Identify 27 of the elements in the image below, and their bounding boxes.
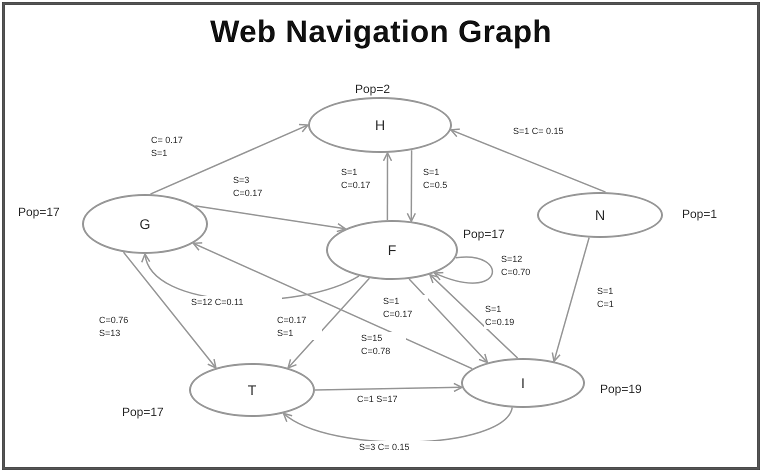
popularity-label: Pop=19 (600, 382, 642, 396)
arrow (552, 238, 590, 362)
popularity-label: Pop=17 (18, 205, 60, 219)
arrow (314, 382, 463, 392)
node-label: T (248, 382, 256, 398)
arrow (406, 150, 416, 222)
self-loop-arrow (434, 256, 493, 284)
popularity-label: Pop=17 (122, 405, 164, 419)
arrow (122, 252, 217, 369)
arrow (192, 242, 472, 370)
node-label: G (140, 216, 150, 232)
popularity-label: Pop=17 (463, 227, 505, 241)
node-label: I (521, 375, 525, 391)
popularity-label: Pop=2 (355, 82, 390, 96)
node-label: N (594, 207, 606, 223)
diagram-title: Web Navigation Graph (209, 14, 553, 50)
arrow (150, 124, 309, 195)
node-label: H (374, 117, 386, 133)
arrow (195, 205, 346, 232)
arrow (287, 278, 370, 369)
arrow (408, 278, 488, 364)
arrow (450, 128, 606, 193)
popularity-label: Pop=1 (682, 207, 718, 221)
edge-label: C=0.17 S=1 (276, 314, 322, 340)
arrow (429, 274, 518, 359)
node-label: F (388, 242, 396, 258)
arrow (382, 152, 392, 220)
